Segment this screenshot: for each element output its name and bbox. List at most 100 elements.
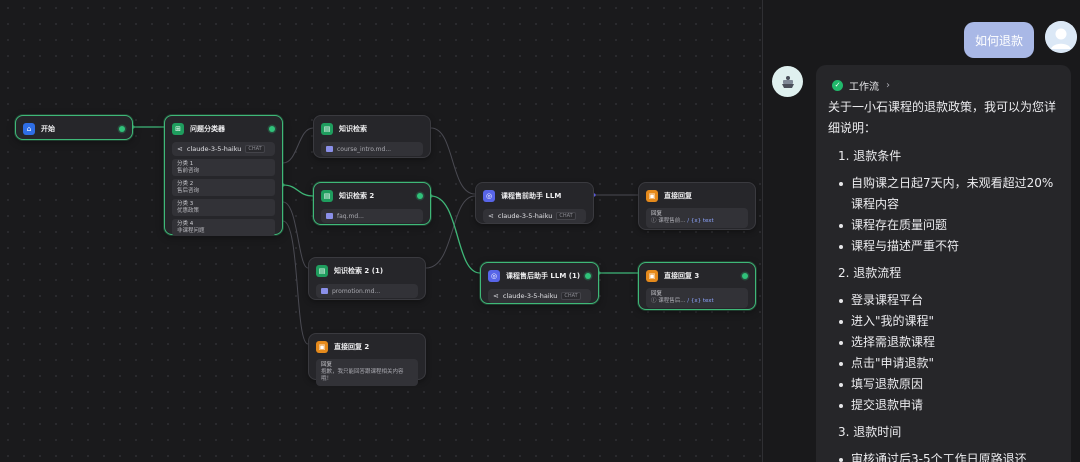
knowledge-icon: ▤ [321,123,333,135]
folder-icon [326,146,333,152]
node-title: 直接回复 3 [664,272,700,280]
list-item: 课程存在质量问题 [838,215,1059,236]
success-status-icon [417,193,423,199]
class-item: 分类 2 售后咨询 [172,179,275,196]
knowledge-icon: ▤ [321,190,333,202]
model-name: claude-3-5-haiku [186,145,242,153]
llm-icon: ◎ [488,270,500,282]
reply-icon: ▣ [646,270,658,282]
edge-classifier-reply2 [282,220,309,345]
list-item: 进入"我的课程" [838,311,1059,332]
node-title: 开始 [41,125,55,133]
classifier-icon: ⊞ [172,123,184,135]
reply-icon: ▣ [646,190,658,202]
workflow-canvas[interactable]: ⌂ 开始 ⊞ 问题分类器 ⋖ claude-3-5-haiku CHAT 分类 … [0,0,762,462]
success-status-icon [269,126,275,132]
edge-kb1-llmpre [430,127,476,195]
panel-divider [762,0,763,462]
edge-classifier-kb1 [282,127,314,164]
anthropic-icon: ⋖ [488,212,494,220]
edge-kb3-llmpre [425,195,476,269]
list-item: 填写退款原因 [838,374,1059,395]
model-selector[interactable]: ⋖ claude-3-5-haiku CHAT [483,209,586,223]
workflow-trace-toggle[interactable]: ✓ 工作流 › [832,76,1059,94]
node-title: 知识检索 2 [339,192,375,200]
success-status-icon [742,273,748,279]
answer-section-title: 2. 退款流程 [838,266,902,280]
workflow-edges [131,125,638,345]
list-item: 课程与描述严重不符 [838,236,1059,257]
node-llm-presales[interactable]: ◎ 课程售前助手 LLM ⋖ claude-3-5-haiku CHAT [475,182,594,224]
answer-intro: 关于一小石课程的退款政策，我可以为您详细说明： [828,100,1057,135]
node-knowledge-retrieval-3[interactable]: ▤ 知识检索 2 (1) promotion.md... [308,257,426,300]
workflow-label: 工作流 [849,81,879,93]
node-title: 课程售前助手 LLM [501,192,562,200]
bot-avatar [772,66,803,97]
list-item: 审核通过后3-5个工作日原路退还 [838,449,1059,462]
node-direct-reply-3[interactable]: ▣ 直接回复 3 回复 ⓛ 课程售后... / {x} text [638,262,756,310]
list-item: 提交退款申请 [838,395,1059,416]
reply-content: 回复 ⓛ 课程售后... / {x} text [646,288,748,308]
anthropic-icon: ⋖ [493,292,499,300]
node-title: 知识检索 2 (1) [334,267,384,275]
chat-panel: 如何退款 ✓ 工作流 › 关于一小石课程的退款政策，我可以为您详细说明： 1. … [763,0,1080,462]
list-item: 自购课之日起7天内，未观看超过20%课程内容 [838,173,1059,215]
chevron-right-icon: › [886,79,890,91]
class-item: 分类 1 售前咨询 [172,159,275,176]
anthropic-icon: ⋖ [177,145,183,153]
folder-icon [321,288,328,294]
node-question-classifier[interactable]: ⊞ 问题分类器 ⋖ claude-3-5-haiku CHAT 分类 1 售前咨… [164,115,283,236]
home-icon: ⌂ [23,123,35,135]
list-item: 选择需退款课程 [838,332,1059,353]
model-selector[interactable]: ⋖ claude-3-5-haiku CHAT [488,289,591,303]
node-title: 问题分类器 [190,125,225,133]
edge-classifier-kb2 [282,184,314,197]
model-name: claude-3-5-haiku [497,212,553,220]
class-item: 分类 4 非课程问题 [172,219,275,236]
node-direct-reply-2[interactable]: ▣ 直接回复 2 回复 抱歉，我只能回答跟课程相关内容哦！ [308,333,426,386]
answer-list: 登录课程平台 进入"我的课程" 选择需退款课程 点击"申请退款" 填写退款原因 … [838,290,1059,416]
llm-icon: ◎ [483,190,495,202]
reply-content: 回复 ⓛ 课程售前... / {x} text [646,208,748,228]
knowledge-file[interactable]: course_intro.md... [321,142,423,156]
answer-section-title: 1. 退款条件 [838,149,902,163]
list-item: 点击"申请退款" [838,353,1059,374]
node-title: 课程售后助手 LLM (1) [506,272,581,280]
node-title: 直接回复 2 [334,343,370,351]
user-avatar [1045,21,1077,53]
variable-icon: ⓛ [651,218,659,224]
user-avatar-icon [1045,21,1077,53]
edge-classifier-kb3 [282,201,309,269]
list-item: 登录课程平台 [838,290,1059,311]
assistant-answer-card: ✓ 工作流 › 关于一小石课程的退款政策，我可以为您详细说明： 1. 退款条件 … [816,65,1071,462]
variable-icon: ⓛ [651,298,659,304]
model-type-badge: CHAT [561,292,581,300]
node-llm-aftersales[interactable]: ◎ 课程售后助手 LLM (1) ⋖ claude-3-5-haiku CHAT [480,262,599,304]
node-direct-reply-1[interactable]: ▣ 直接回复 回复 ⓛ 课程售前... / {x} text [638,182,756,230]
answer-list: 审核通过后3-5个工作日原路退还 [838,449,1059,462]
node-knowledge-retrieval-1[interactable]: ▤ 知识检索 course_intro.md... [313,115,431,158]
success-status-icon [119,126,125,132]
model-type-badge: CHAT [245,145,265,153]
knowledge-icon: ▤ [316,265,328,277]
node-title: 直接回复 [664,192,692,200]
answer-list: 自购课之日起7天内，未观看超过20%课程内容 课程存在质量问题 课程与描述严重不… [838,173,1059,257]
knowledge-file[interactable]: faq.md... [321,209,423,223]
node-title: 知识检索 [339,125,367,133]
user-message: 如何退款 [964,22,1034,58]
node-knowledge-retrieval-2[interactable]: ▤ 知识检索 2 faq.md... [313,182,431,225]
model-name: claude-3-5-haiku [502,292,558,300]
class-item: 分类 3 优惠政策 [172,199,275,216]
check-circle-icon: ✓ [832,79,843,91]
answer-text: 关于一小石课程的退款政策，我可以为您详细说明： 1. 退款条件 自购课之日起7天… [828,97,1059,462]
edge-kb2-llmpost [430,195,481,274]
node-start[interactable]: ⌂ 开始 [15,115,133,140]
reply-icon: ▣ [316,341,328,353]
knowledge-file[interactable]: promotion.md... [316,284,418,298]
answer-section-title: 3. 退款时间 [838,425,902,439]
bot-avatar-icon [781,75,794,88]
model-type-badge: CHAT [556,212,576,220]
model-selector[interactable]: ⋖ claude-3-5-haiku CHAT [172,142,275,156]
reply-content: 回复 抱歉，我只能回答跟课程相关内容哦！ [316,359,418,386]
folder-icon [326,213,333,219]
